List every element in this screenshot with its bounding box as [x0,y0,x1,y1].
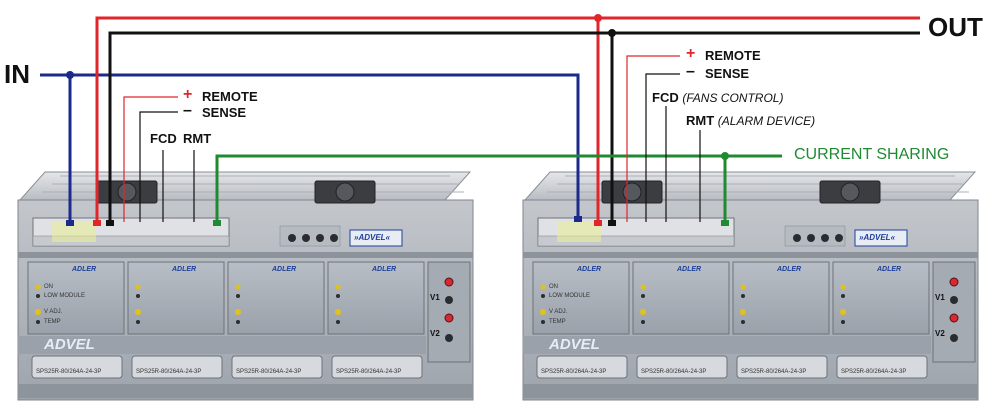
v2-label-right: V2 [935,329,945,338]
rmt-note-right: (ALARM DEVICE) [717,114,816,128]
module-label-vadj-left: V ADJ. [44,309,63,315]
current-sharing-label: CURRENT SHARING [794,146,950,163]
sense-label-right: SENSE [705,66,750,81]
module-label-low-left: LOW MODULE [44,293,86,299]
out-label: OUT [928,12,983,42]
module-model-left-1: SPS25R-80/264A-24-3P [36,369,102,375]
module-label-on-left: ON [44,284,53,290]
remote-sense-minus-right [645,73,680,222]
brand-badge-right: »ADVEL« [859,233,896,242]
in-label: IN [4,59,30,89]
junction-dot [594,14,602,22]
remote-sense-plus-right [626,55,680,222]
fcd-label-left: FCD [150,131,177,146]
module-model-left-4: SPS25R-80/264A-24-3P [336,369,402,375]
module-logo-right-1: ADLER [577,266,602,273]
output-negative-left [108,31,920,222]
input-wire [40,73,580,218]
fcd-label-right: FCD (FANS CONTROL) [652,90,783,105]
v1-label-left: V1 [430,293,440,302]
module-logo-left-3: ADLER [272,266,297,273]
sense-minus-sign-left: – [183,102,192,119]
remote-plus-sign-right: + [686,45,696,62]
module-label-vadj-right: V ADJ. [549,309,568,315]
module-logo-right-4: ADLER [877,266,902,273]
module-model-left-3: SPS25R-80/264A-24-3P [236,369,302,375]
module-label-temp-left: TEMP [44,319,61,325]
brand-logo-left: ADVEL [44,336,95,353]
junction-dot [66,71,74,79]
fcd-note-right: (FANS CONTROL) [682,91,784,105]
remote-plus-sign-left: + [183,86,193,103]
junction-dot [608,29,616,37]
junction-dot [721,152,729,160]
remote-sense-plus-left [123,96,178,222]
power-unit-left [17,171,474,401]
rmt-text-right: RMT [686,113,715,128]
v2-label-left: V2 [430,329,440,338]
brand-badge-left: »ADVEL« [354,233,391,242]
output-positive-left [95,16,920,222]
sense-minus-sign-right: – [686,63,695,80]
remote-label-left: REMOTE [202,89,258,104]
module-label-on-right: ON [549,284,558,290]
module-label-temp-right: TEMP [549,319,566,325]
terminal-caps [66,216,729,226]
power-unit-right [522,171,979,401]
module-logo-right-3: ADLER [777,266,802,273]
module-logo-left-1: ADLER [72,266,97,273]
sense-label-left: SENSE [202,105,247,120]
module-model-right-2: SPS25R-80/264A-24-3P [641,369,707,375]
v1-label-right: V1 [935,293,945,302]
remote-sense-minus-left [139,111,178,222]
fcd-text-right: FCD [652,90,679,105]
rmt-label-left: RMT [183,131,212,146]
current-sharing-wire [215,154,782,222]
module-logo-left-4: ADLER [372,266,397,273]
module-model-right-1: SPS25R-80/264A-24-3P [541,369,607,375]
rmt-label-right: RMT (ALARM DEVICE) [686,113,815,128]
brand-logo-right: ADVEL [549,336,600,353]
module-model-right-3: SPS25R-80/264A-24-3P [741,369,807,375]
module-logo-right-2: ADLER [677,266,702,273]
module-label-low-right: LOW MODULE [549,293,591,299]
module-logo-left-2: ADLER [172,266,197,273]
module-model-left-2: SPS25R-80/264A-24-3P [136,369,202,375]
remote-label-right: REMOTE [705,48,761,63]
module-model-right-4: SPS25R-80/264A-24-3P [841,369,907,375]
